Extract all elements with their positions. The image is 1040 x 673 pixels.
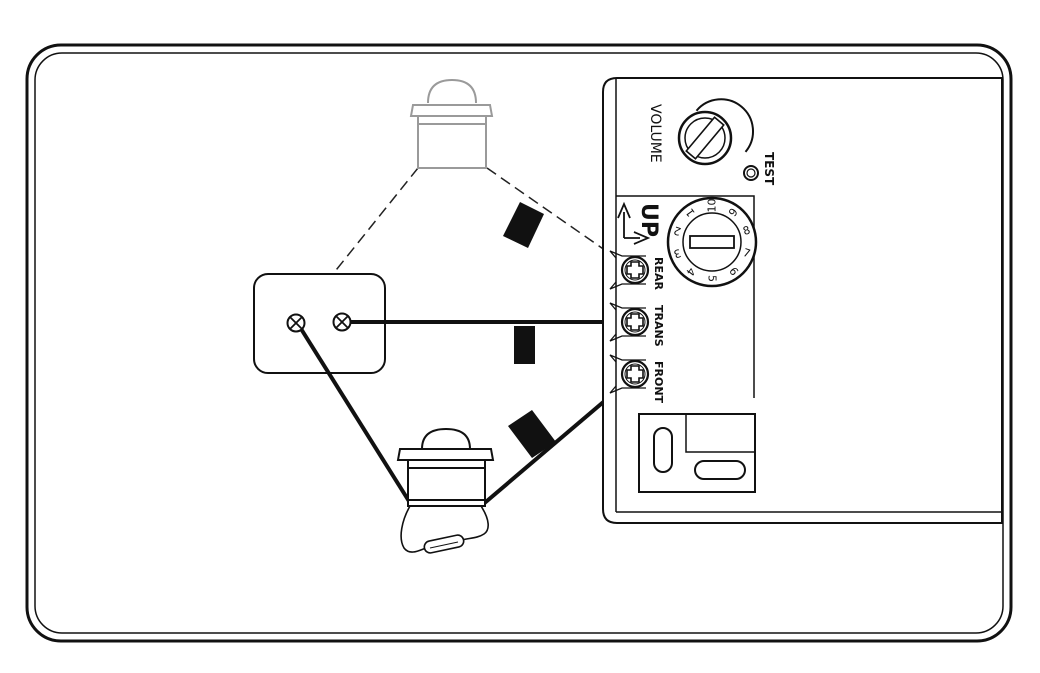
resistor (423, 534, 465, 554)
front-sensor (398, 429, 493, 506)
mounting-plate (639, 414, 755, 492)
volume-label: VOLUME (647, 104, 663, 163)
trans-label: TRANS (652, 305, 665, 347)
up-label: UP (636, 203, 661, 237)
dial-number: 5 (706, 275, 719, 282)
rear-sensor-faded (411, 80, 492, 168)
junction-screw-left (288, 315, 305, 332)
dial-number: 10 (706, 199, 719, 213)
front-label: FRONT (652, 361, 665, 404)
test-led (744, 166, 758, 180)
rear-label: REAR (652, 257, 665, 290)
junction-screw-right (334, 314, 351, 331)
wire-markers (503, 202, 556, 458)
test-label: TEST (762, 152, 776, 186)
